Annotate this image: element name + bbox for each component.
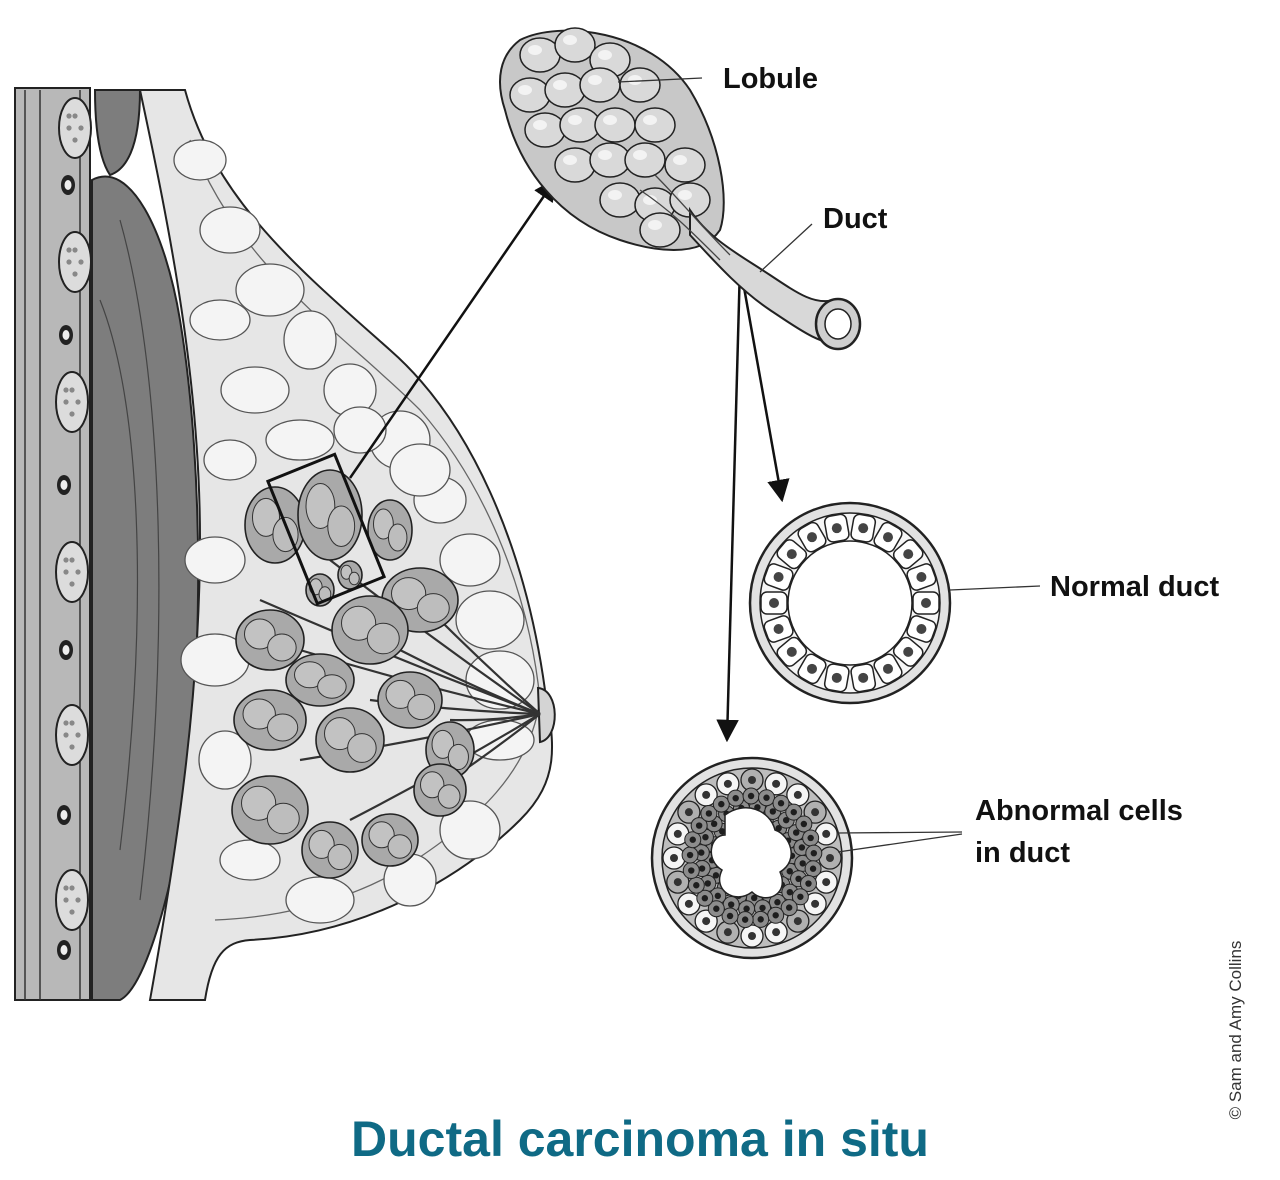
normal-duct-cross-section [748, 501, 952, 705]
arrow-to-normal-duct [738, 264, 790, 503]
glandular-lobules [231, 469, 475, 879]
leader-normal-duct [949, 585, 1041, 591]
rib-cross-sections [55, 97, 92, 960]
label-duct: Duct [823, 203, 888, 235]
chest-wall [14, 87, 200, 1001]
leader-abnormal-2 [837, 833, 963, 853]
breast-cross-section [14, 87, 556, 1001]
fat-lobules [173, 139, 535, 924]
nipple [536, 686, 556, 744]
arrow-to-lobule [348, 178, 557, 479]
label-normal-duct: Normal duct [1050, 571, 1220, 603]
zoom-box [265, 452, 387, 606]
arrow-to-abnormal-duct [716, 264, 742, 743]
label-abnormal-line2: in duct [975, 837, 1071, 870]
label-abnormal-line1: Abnormal cells [975, 795, 1183, 827]
pectoral-muscle [91, 175, 200, 1001]
label-abnormal-cells: Abnormal cells in duct [975, 790, 1183, 874]
leader-abnormal-1 [837, 831, 963, 834]
label-lobule: Lobule [723, 63, 819, 95]
leader-duct [759, 223, 813, 273]
figure-title: Ductal carcinoma in situ [351, 1111, 929, 1167]
leader-lobule [617, 77, 703, 83]
copyright-credit: © Sam and Amy Collins [1226, 940, 1245, 1120]
abnormal-duct-cross-section [650, 756, 854, 960]
lobule-illustration [499, 27, 862, 351]
